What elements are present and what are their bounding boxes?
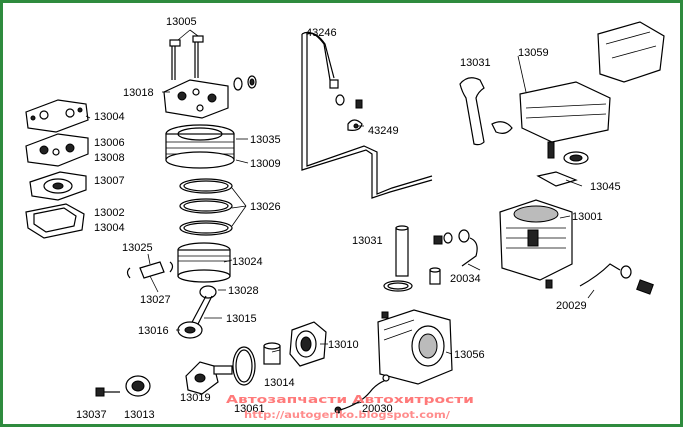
inlet-tube (383, 225, 413, 292)
piston (177, 242, 231, 283)
label-13031-upper: 13031 (460, 57, 491, 69)
label-13045: 13045 (590, 181, 621, 193)
watermark: Автозапчасти Автохитрости http://autoger… (226, 393, 474, 421)
label-13056: 13056 (454, 349, 485, 361)
label-13031-lower: 13031 (352, 235, 383, 247)
part-labels: 13005 13018 13004 13006 13008 13007 1300… (76, 16, 621, 421)
long-pipe (301, 31, 433, 199)
label-13059: 13059 (518, 47, 549, 59)
label-13016: 13016 (138, 325, 169, 337)
label-43249: 43249 (368, 125, 399, 137)
label-13004-bottom: 13004 (94, 222, 125, 234)
label-13061: 13061 (234, 403, 265, 415)
pipe-clamp (347, 119, 363, 131)
label-13004-top: 13004 (94, 111, 125, 123)
label-20029: 20029 (556, 300, 587, 312)
label-13025: 13025 (122, 242, 153, 254)
watermark-title: Автозапчасти Автохитрости (226, 393, 474, 406)
filter-gasket (536, 171, 578, 187)
label-20030: 20030 (362, 403, 393, 415)
drain-hose (334, 374, 390, 414)
label-13037: 13037 (76, 409, 107, 421)
end-cap (125, 375, 151, 397)
label-13028: 13028 (228, 285, 259, 297)
label-13018: 13018 (123, 87, 154, 99)
compressor-assembly (499, 199, 573, 289)
cylinder-gasket (25, 203, 85, 239)
label-13009: 13009 (250, 158, 281, 170)
label-13024: 13024 (232, 256, 263, 268)
filter-bushing (563, 151, 589, 165)
label-13026: 13026 (250, 201, 281, 213)
label-13005: 13005 (166, 16, 197, 28)
head-bolts (169, 35, 204, 80)
label-13019: 13019 (180, 392, 211, 404)
cylinder-block (165, 124, 235, 169)
oil-return-line (579, 263, 654, 295)
connecting-rod (177, 285, 217, 339)
label-13008: 13008 (94, 152, 125, 164)
leader-lines (85, 29, 595, 405)
crankcase (377, 309, 453, 385)
label-13010: 13010 (328, 339, 359, 351)
oil-feed-line (429, 229, 478, 285)
seal-ring (232, 346, 256, 386)
label-13007: 13007 (94, 175, 125, 187)
label-13001: 13001 (572, 211, 603, 223)
label-13015: 13015 (226, 313, 257, 325)
air-filter-cover (597, 21, 665, 83)
label-13035: 13035 (250, 134, 281, 146)
bearing-cover (289, 321, 327, 367)
label-13002: 13002 (94, 207, 125, 219)
label-13013: 13013 (124, 409, 155, 421)
piston-pin (126, 261, 174, 279)
label-13006: 13006 (94, 137, 125, 149)
label-43246: 43246 (306, 27, 337, 39)
intake-hose (459, 77, 513, 146)
cap-bolt (95, 387, 120, 397)
crankshaft (185, 361, 233, 395)
watermark-url: http://autogeriko.blogspot.com/ (244, 410, 450, 421)
bushing (263, 342, 281, 365)
reed-valve-plate (29, 171, 87, 201)
label-13027: 13027 (140, 294, 171, 306)
cylinder-head (163, 75, 257, 119)
piston-rings (179, 178, 233, 236)
valve-plate-gasket (25, 99, 89, 133)
label-13014: 13014 (264, 377, 295, 389)
air-filter-housing (519, 81, 611, 159)
label-20034: 20034 (450, 273, 481, 285)
valve-plate (25, 133, 89, 167)
